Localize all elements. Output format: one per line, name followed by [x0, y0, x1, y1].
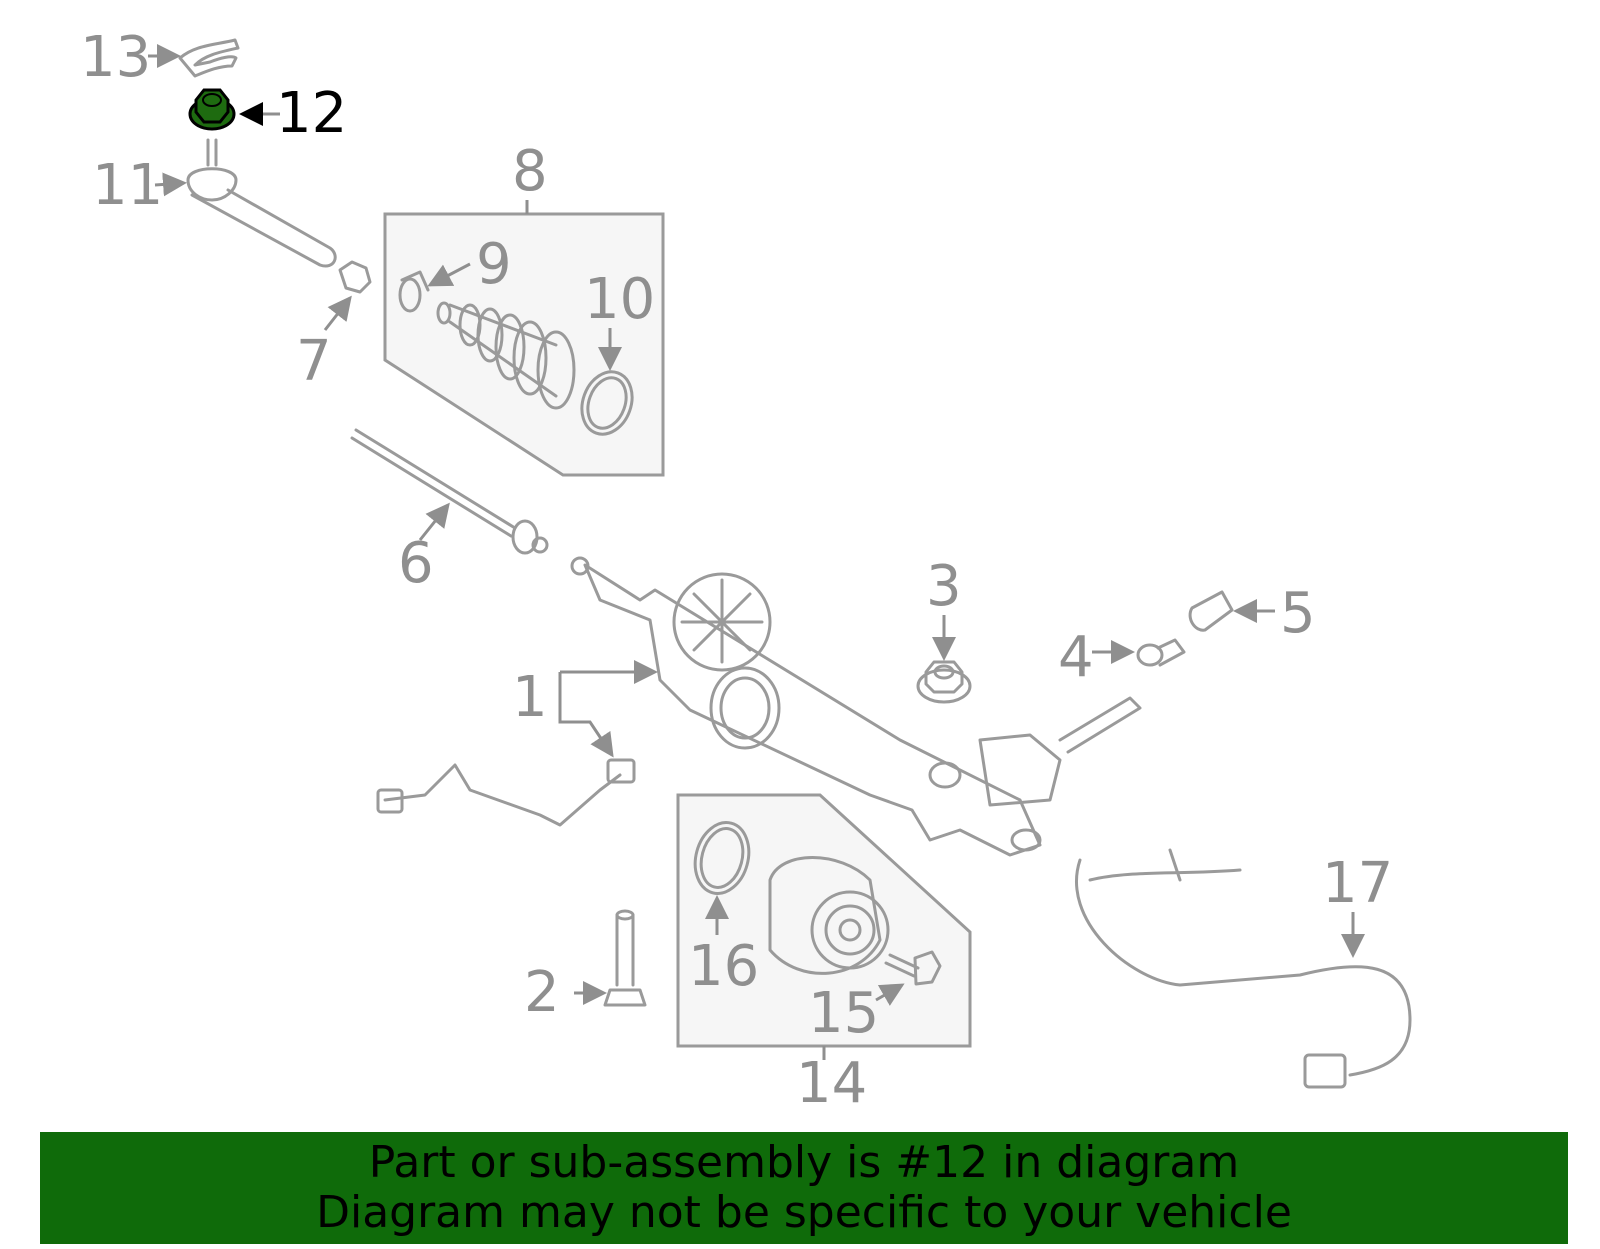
bolt-part-15[interactable] — [884, 950, 942, 986]
banner-line-2: Diagram may not be specific to your vehi… — [316, 1187, 1292, 1238]
clip-part-13[interactable] — [178, 38, 240, 78]
tie-rod-end-part-11[interactable] — [186, 138, 337, 268]
ring-part-10[interactable] — [574, 365, 641, 442]
nut-part-12[interactable] — [188, 88, 236, 131]
callout-8: 8 — [512, 139, 548, 204]
callout-10: 10 — [584, 267, 655, 332]
callout-2: 2 — [524, 960, 560, 1025]
steering-rack-part-1[interactable] — [570, 556, 1142, 857]
nut-part-3[interactable] — [916, 660, 972, 704]
cap-part-5[interactable] — [1188, 590, 1234, 632]
wiring-harness-part-1[interactable] — [376, 758, 636, 827]
banner-line-1: Part or sub-assembly is #12 in diagram — [368, 1137, 1240, 1188]
callout-11: 11 — [92, 153, 163, 218]
callout-16: 16 — [688, 934, 759, 999]
callout-5: 5 — [1280, 581, 1316, 646]
part-info-banner: Part or sub-assembly is #12 in diagram D… — [40, 1132, 1568, 1244]
callout-4: 4 — [1058, 625, 1094, 690]
callout-12: 12 — [276, 81, 347, 146]
callout-6: 6 — [398, 531, 434, 596]
callout-3: 3 — [926, 554, 962, 619]
callout-15: 15 — [808, 981, 879, 1046]
callout-7: 7 — [296, 329, 332, 394]
bolt-part-2[interactable] — [603, 909, 647, 1007]
inner-tie-rod-part-6[interactable] — [350, 428, 549, 555]
motor-assembly[interactable] — [768, 856, 890, 975]
group-box-14 — [676, 793, 972, 1048]
callout-17: 17 — [1322, 851, 1393, 916]
callout-9: 9 — [476, 232, 512, 297]
callout-14: 14 — [796, 1051, 867, 1116]
jam-nut-part-7[interactable] — [338, 260, 372, 294]
clamp-part-9[interactable] — [398, 270, 430, 313]
callout-13: 13 — [80, 25, 151, 90]
o-ring-part-16[interactable] — [688, 816, 757, 899]
harness-part-17[interactable] — [1075, 848, 1412, 1089]
callout-1: 1 — [512, 665, 548, 730]
fitting-part-4[interactable] — [1136, 638, 1186, 667]
boot-bellows[interactable] — [436, 301, 576, 410]
